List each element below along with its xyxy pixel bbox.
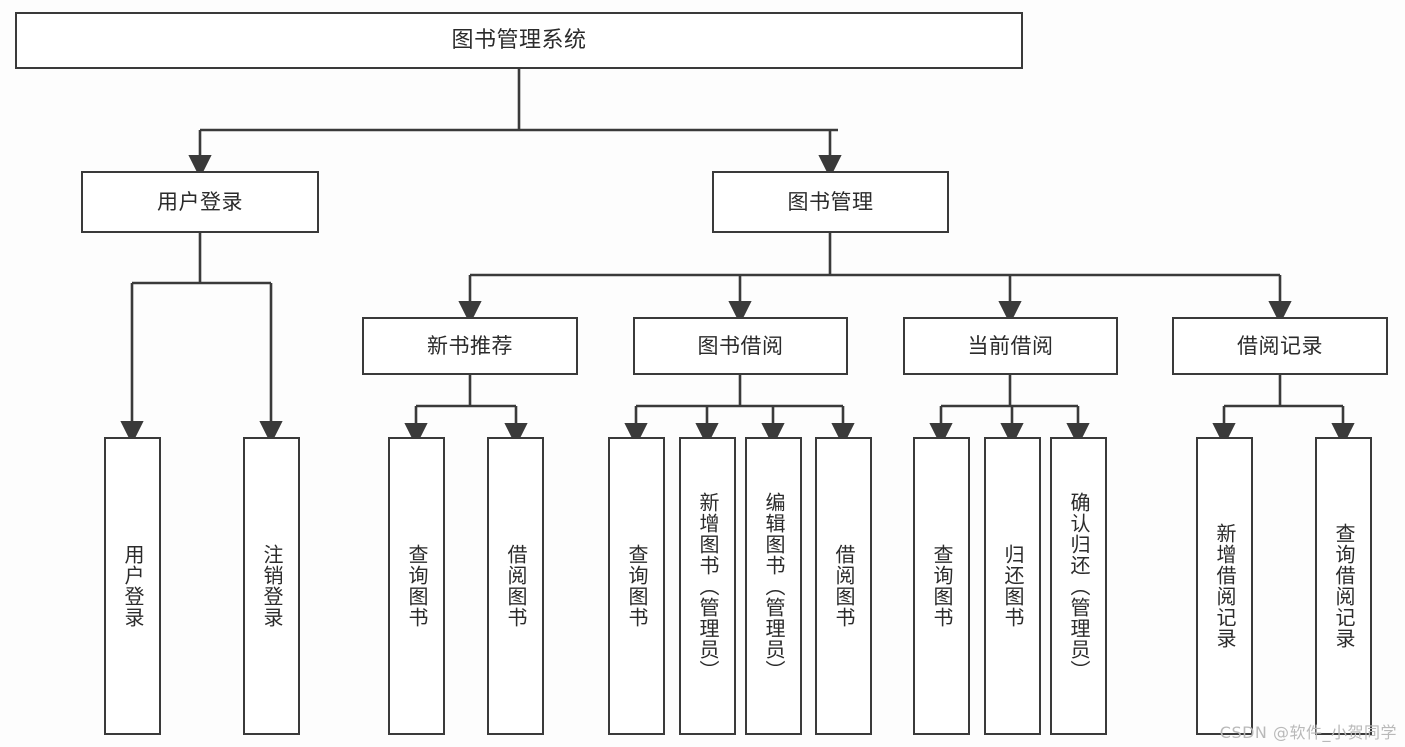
leaf-edit-book-admin[interactable]: 编辑图书（管理员） xyxy=(745,437,802,735)
leaf-add-book-admin[interactable]: 新增图书（管理员） xyxy=(679,437,736,735)
node-label: 新书推荐 xyxy=(427,333,513,358)
leaf-add-borrow-record[interactable]: 新增借阅记录 xyxy=(1196,437,1253,735)
leaf-confirm-return-admin[interactable]: 确认归还（管理员） xyxy=(1050,437,1107,735)
node-label: 查询图书 xyxy=(625,544,649,628)
node-label: 查询图书 xyxy=(405,544,429,628)
leaf-query-borrow-record[interactable]: 查询借阅记录 xyxy=(1315,437,1372,735)
node-label: 确认归还（管理员） xyxy=(1067,491,1091,681)
node-label: 用户登录 xyxy=(157,189,243,214)
leaf-user-login[interactable]: 用户登录 xyxy=(104,437,161,735)
node-label: 编辑图书（管理员） xyxy=(762,491,786,681)
node-current-borrow[interactable]: 当前借阅 xyxy=(903,317,1118,375)
leaf-return-book[interactable]: 归还图书 xyxy=(984,437,1041,735)
node-label: 借阅图书 xyxy=(504,544,528,628)
node-label: 图书管理系统 xyxy=(451,27,587,53)
leaf-query-book-borrow[interactable]: 查询图书 xyxy=(608,437,665,735)
node-label: 查询图书 xyxy=(930,544,954,628)
leaf-borrow-book[interactable]: 借阅图书 xyxy=(815,437,872,735)
watermark: CSDN @软件_小贺同学 xyxy=(1219,723,1397,742)
node-user-login[interactable]: 用户登录 xyxy=(81,171,319,233)
leaf-user-logout[interactable]: 注销登录 xyxy=(243,437,300,735)
node-label: 图书借阅 xyxy=(697,333,784,358)
node-label: 借阅记录 xyxy=(1237,333,1323,358)
node-label: 注销登录 xyxy=(260,544,284,628)
node-root-book-management-system[interactable]: 图书管理系统 xyxy=(15,12,1023,69)
node-label: 新增图书（管理员） xyxy=(696,491,720,681)
node-label: 归还图书 xyxy=(1001,544,1025,628)
node-label: 新增借阅记录 xyxy=(1213,523,1237,649)
node-borrow-record[interactable]: 借阅记录 xyxy=(1172,317,1388,375)
leaf-query-book-current[interactable]: 查询图书 xyxy=(913,437,970,735)
node-book-management[interactable]: 图书管理 xyxy=(712,171,949,233)
node-label: 查询借阅记录 xyxy=(1332,523,1356,649)
node-label: 用户登录 xyxy=(121,544,145,628)
node-label: 借阅图书 xyxy=(832,544,856,628)
node-label: 图书管理 xyxy=(787,189,874,214)
node-new-book-recommend[interactable]: 新书推荐 xyxy=(362,317,578,375)
leaf-query-book-recommend[interactable]: 查询图书 xyxy=(388,437,445,735)
leaf-borrow-book-recommend[interactable]: 借阅图书 xyxy=(487,437,544,735)
node-label: 当前借阅 xyxy=(967,333,1054,358)
node-book-borrow[interactable]: 图书借阅 xyxy=(633,317,848,375)
